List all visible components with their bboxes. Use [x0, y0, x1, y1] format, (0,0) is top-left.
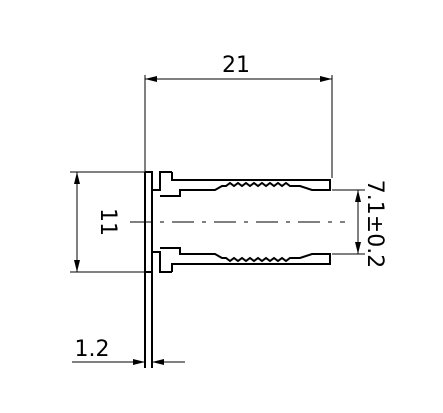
dimension-profile-height: 11	[70, 171, 145, 273]
profile-height-label: 11	[95, 208, 120, 236]
dimension-overall-length: 21	[144, 53, 333, 178]
dimension-bore-diameter: 7.1±0.2	[332, 180, 387, 268]
profile-outline	[144, 171, 331, 368]
dimension-flange-thickness: 1.2	[72, 337, 185, 365]
flange-thickness-label: 1.2	[75, 337, 110, 362]
overall-length-label: 21	[222, 53, 250, 78]
bore-diameter-label: 7.1±0.2	[362, 180, 387, 268]
